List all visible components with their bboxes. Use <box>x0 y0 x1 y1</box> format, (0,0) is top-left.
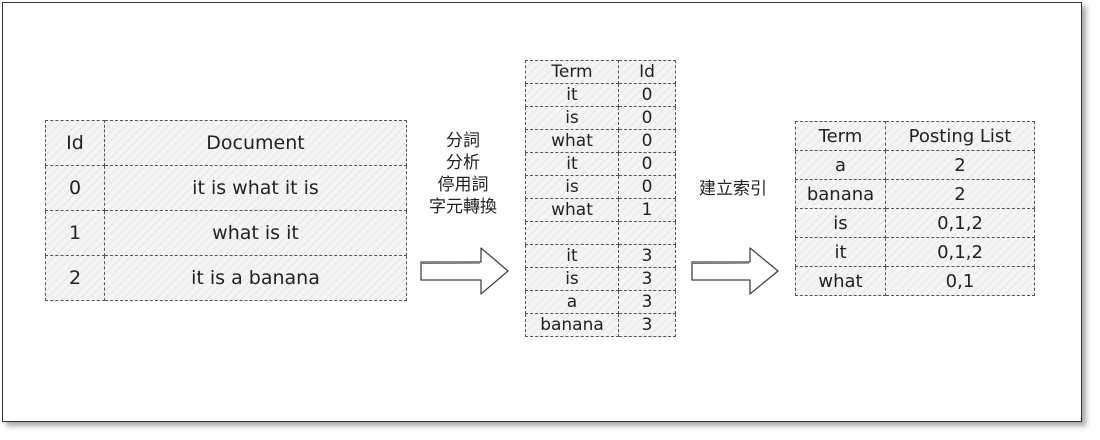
doc-id-cell: 2 <box>45 255 105 301</box>
term-cell: what <box>795 266 886 296</box>
table-row: 0 it is what it is <box>45 165 407 211</box>
step-label-tokenize: 分詞 <box>446 131 480 151</box>
column-header-term: Term <box>795 121 886 151</box>
step-label-stopwords: 停用詞 <box>437 175 489 195</box>
table-row <box>525 221 676 245</box>
table-row: 1 what is it <box>45 210 407 256</box>
id-cell: 1 <box>618 198 676 222</box>
doc-id-cell: 0 <box>45 165 105 211</box>
step-label-analyze: 分析 <box>446 153 480 173</box>
id-cell: 3 <box>618 267 676 291</box>
column-header-term: Term <box>525 60 619 84</box>
column-header-id: Id <box>45 120 105 166</box>
analysis-step-labels: 分詞 分析 停用詞 字元轉換 <box>418 130 508 218</box>
right-arrow-icon <box>691 247 779 295</box>
term-cell: what <box>525 129 619 153</box>
right-arrow-icon <box>420 247 509 295</box>
build-index-label: 建立索引 <box>699 179 767 199</box>
id-cell: 0 <box>618 106 676 130</box>
posting-cell: 2 <box>885 150 1035 180</box>
term-cell: it <box>525 83 619 107</box>
term-cell: is <box>525 175 619 199</box>
id-cell <box>618 221 676 245</box>
id-cell: 3 <box>618 313 676 337</box>
term-cell: it <box>795 237 886 267</box>
term-cell: it <box>525 244 619 268</box>
term-cell: it <box>525 152 619 176</box>
column-header-posting-list: Posting List <box>885 121 1035 151</box>
doc-text-cell: what is it <box>104 210 407 256</box>
posting-cell: 2 <box>885 179 1035 209</box>
id-cell: 0 <box>618 152 676 176</box>
term-cell: is <box>525 267 619 291</box>
table-header-row: Term Id <box>525 60 676 84</box>
table-header-row: Id Document <box>45 120 407 166</box>
id-cell: 0 <box>618 83 676 107</box>
term-cell <box>525 221 619 245</box>
id-cell: 0 <box>618 175 676 199</box>
term-cell: what <box>525 198 619 222</box>
term-cell: a <box>795 150 886 180</box>
id-cell: 3 <box>618 290 676 314</box>
posting-cell: 0,1,2 <box>885 208 1035 238</box>
term-cell: banana <box>525 313 619 337</box>
id-cell: 0 <box>618 129 676 153</box>
term-cell: banana <box>795 179 886 209</box>
id-cell: 3 <box>618 244 676 268</box>
table-row: 2 it is a banana <box>45 255 407 301</box>
posting-cell: 0,1 <box>885 266 1035 296</box>
term-cell: a <box>525 290 619 314</box>
doc-text-cell: it is what it is <box>104 165 407 211</box>
documents-table: Id Document 0 it is what it is 1 what is… <box>45 120 407 301</box>
table-header-row: Term Posting List <box>795 121 1035 151</box>
term-cell: is <box>795 208 886 238</box>
doc-text-cell: it is a banana <box>104 255 407 301</box>
term-cell: is <box>525 106 619 130</box>
step-label-char-convert: 字元轉換 <box>429 197 497 217</box>
column-header-document: Document <box>104 120 407 166</box>
doc-id-cell: 1 <box>45 210 105 256</box>
posting-cell: 0,1,2 <box>885 237 1035 267</box>
column-header-id: Id <box>618 60 676 84</box>
